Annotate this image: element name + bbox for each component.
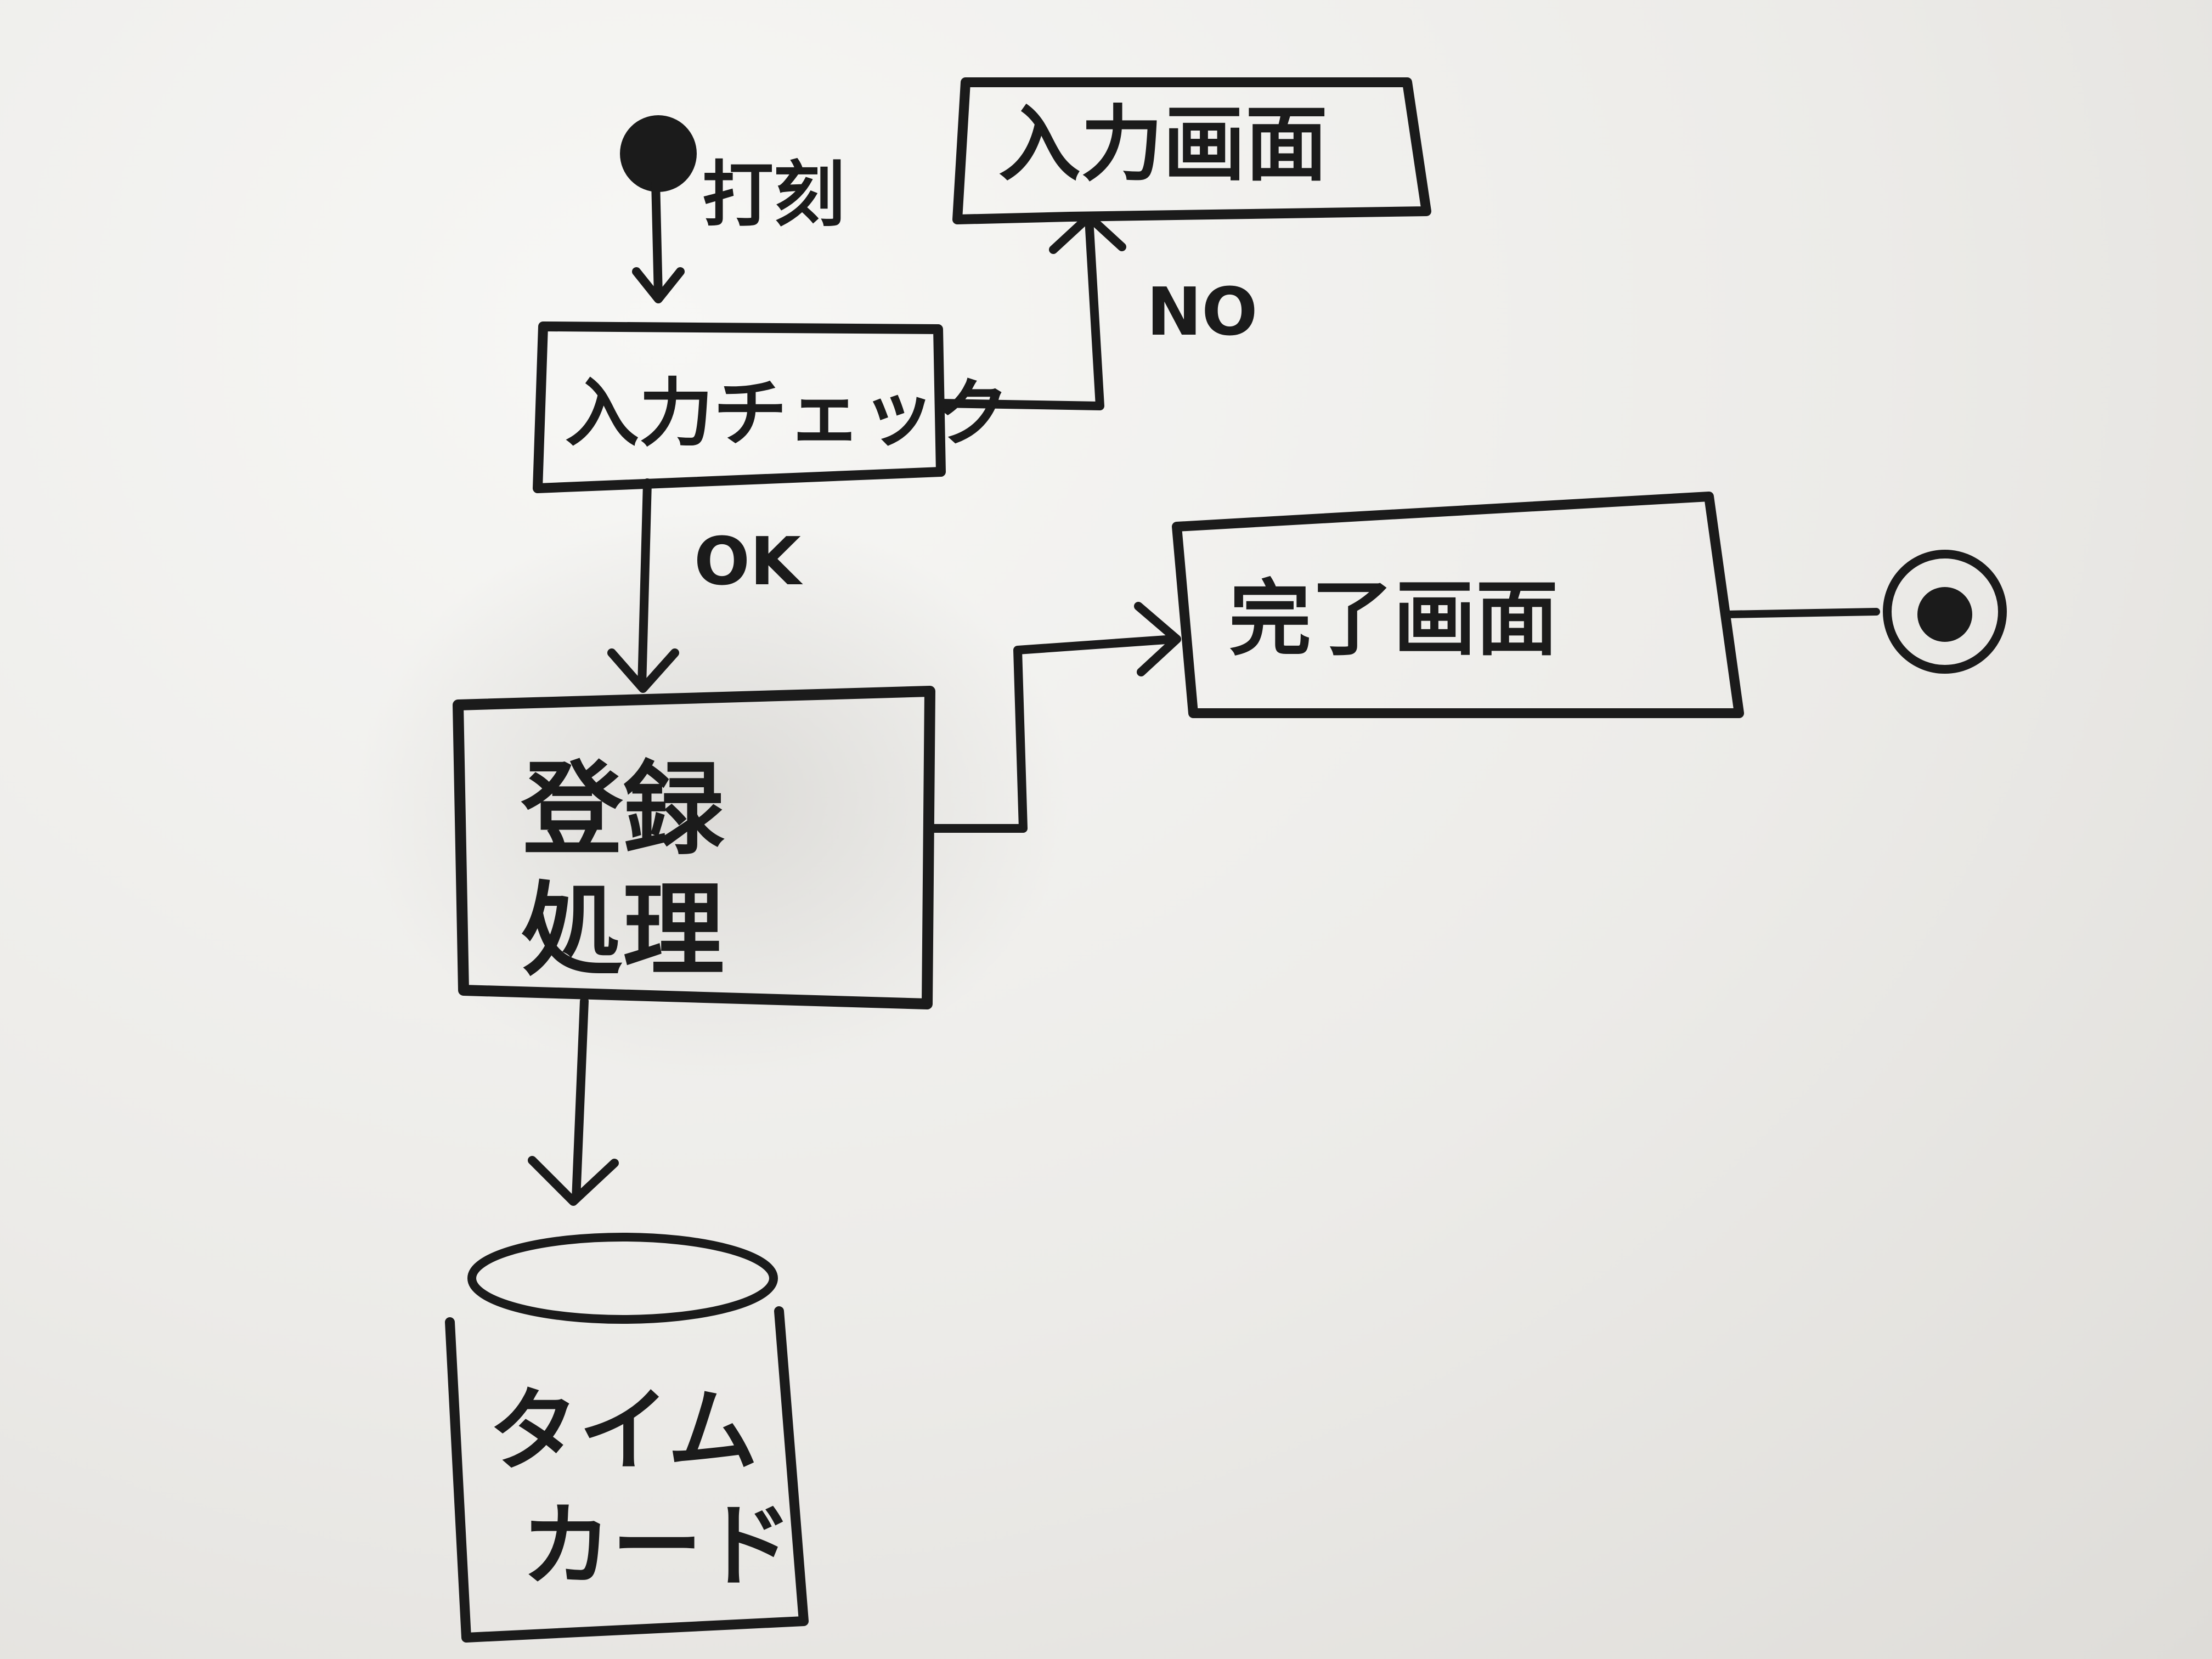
node-registration-label-line2: 処理 bbox=[521, 871, 724, 990]
node-input-screen-label: 入力画面 bbox=[998, 97, 1328, 193]
node-timecard-label-line2: カード bbox=[521, 1493, 793, 1599]
node-complete-screen: 完了画面 bbox=[1172, 492, 1744, 718]
edge-label-ok: OK bbox=[694, 524, 803, 600]
edge-registration-to-complete bbox=[926, 602, 1181, 833]
edge-start-to-check bbox=[632, 177, 685, 303]
edge-registration-to-timecard bbox=[528, 997, 619, 1206]
node-registration: 登録 処理 bbox=[453, 686, 935, 1009]
edge-label-no: NO bbox=[1147, 274, 1257, 351]
node-input-check: 入力チェック bbox=[533, 321, 1009, 493]
edge-complete-to-end bbox=[1722, 608, 1880, 618]
edge-check-to-input-screen bbox=[936, 212, 1126, 410]
end-node bbox=[1883, 550, 2007, 674]
edge-label-punch: 打刻 bbox=[702, 153, 845, 236]
eraser-smudge bbox=[357, 510, 1070, 1081]
node-complete-screen-label: 完了画面 bbox=[1229, 572, 1558, 667]
node-input-check-label: 入力チェック bbox=[565, 370, 1009, 456]
start-node bbox=[620, 115, 697, 192]
node-timecard-label-line1: タイム bbox=[488, 1378, 758, 1483]
node-input-screen: 入力画面 bbox=[952, 77, 1431, 224]
node-timecard: タイム カード bbox=[445, 1233, 809, 1643]
node-registration-label-line1: 登録 bbox=[521, 751, 725, 869]
edge-check-to-registration bbox=[607, 478, 679, 693]
